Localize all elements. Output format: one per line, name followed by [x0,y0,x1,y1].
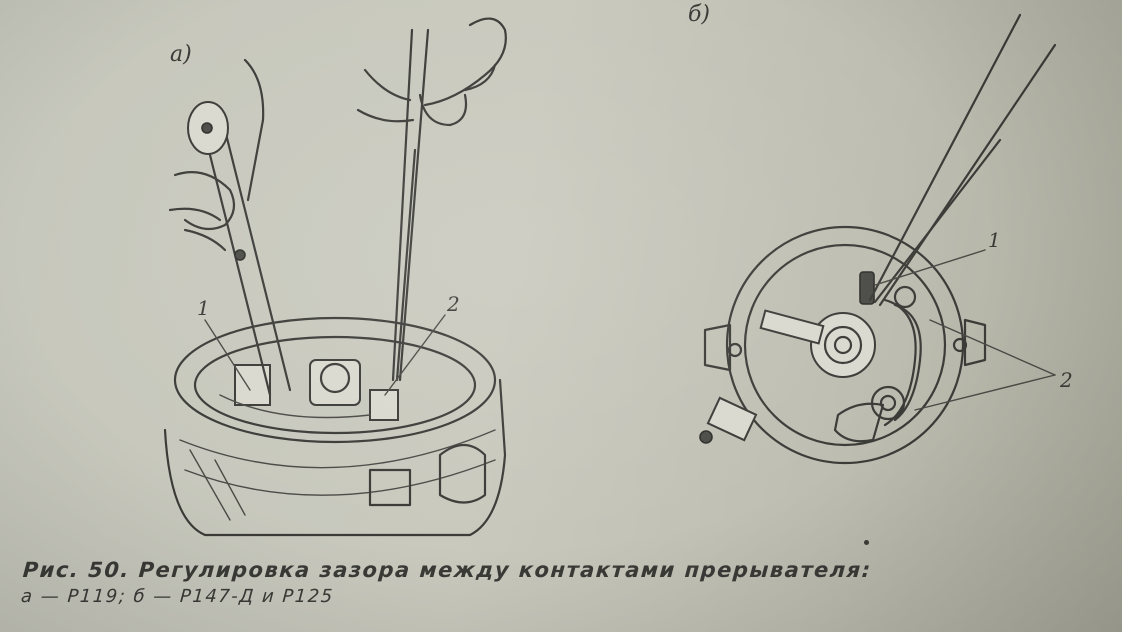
panel-label-a: а) [170,42,192,67]
callout-a-1: 1 [197,296,210,320]
callout-b-2: 2 [1060,368,1073,392]
panel-label-b: б) [688,2,711,27]
figure-caption: Рис. 50. Регулировка зазора между контак… [20,558,872,607]
caption-subtitle: а — Р119; б — Р147-Д и Р125 [20,586,335,607]
caption-title: Рис. 50. Регулировка зазора между контак… [22,558,873,582]
callout-a-2: 2 [447,292,460,316]
callout-b-1: 1 [988,228,1001,252]
ink-speck [864,540,869,545]
